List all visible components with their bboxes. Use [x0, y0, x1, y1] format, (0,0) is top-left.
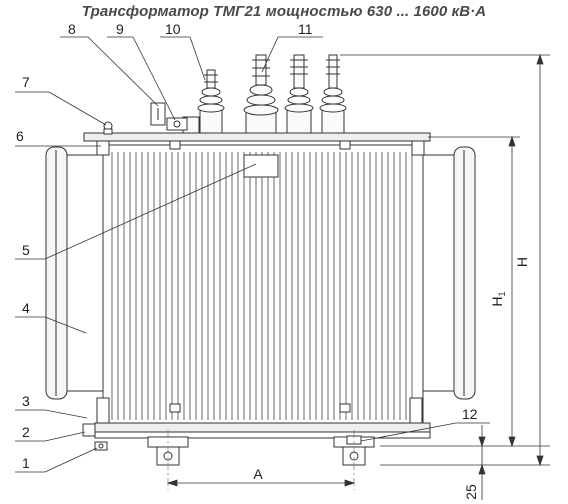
dimension-lines	[166, 53, 550, 500]
leader-lines	[15, 36, 490, 473]
callout-6: 6	[16, 128, 24, 144]
lv-bushing	[284, 54, 314, 134]
side-radiators	[45, 146, 476, 400]
callout-2: 2	[22, 424, 30, 440]
callout-7: 7	[22, 74, 30, 90]
corner-lugs	[96, 140, 425, 424]
cover-fittings	[103, 102, 188, 135]
callout-8: 8	[68, 21, 76, 37]
dim-25-label: 25	[463, 484, 479, 500]
callout-12: 12	[462, 406, 478, 422]
bushings	[182, 54, 347, 134]
dim-A-label: A	[253, 466, 263, 482]
dim-H1-main: H	[489, 296, 505, 306]
callout-1: 1	[22, 455, 30, 471]
page-title: Трансформатор ТМГ21 мощностью 630 ... 16…	[81, 3, 487, 20]
callout-5: 5	[22, 242, 30, 258]
dim-H-label: H	[514, 257, 530, 267]
dim-H1-label: H1	[489, 291, 507, 306]
callout-11: 11	[298, 21, 313, 37]
dim-H1-sub: 1	[497, 291, 507, 296]
callout-4: 4	[22, 300, 30, 316]
cooling-fins	[111, 152, 413, 420]
callout-10: 10	[165, 21, 181, 37]
centerlines	[167, 430, 355, 490]
dimension-labels: H H1 A 25	[253, 257, 530, 500]
hv-bushing	[197, 69, 225, 134]
callout-labels: 8 9 10 11 7 6 5 4 3 2 1 12	[16, 21, 478, 471]
hv-bushing	[243, 54, 279, 134]
callout-3: 3	[22, 393, 30, 409]
nameplate	[243, 154, 279, 178]
lv-bushing	[319, 54, 347, 134]
callout-9: 9	[116, 21, 124, 37]
